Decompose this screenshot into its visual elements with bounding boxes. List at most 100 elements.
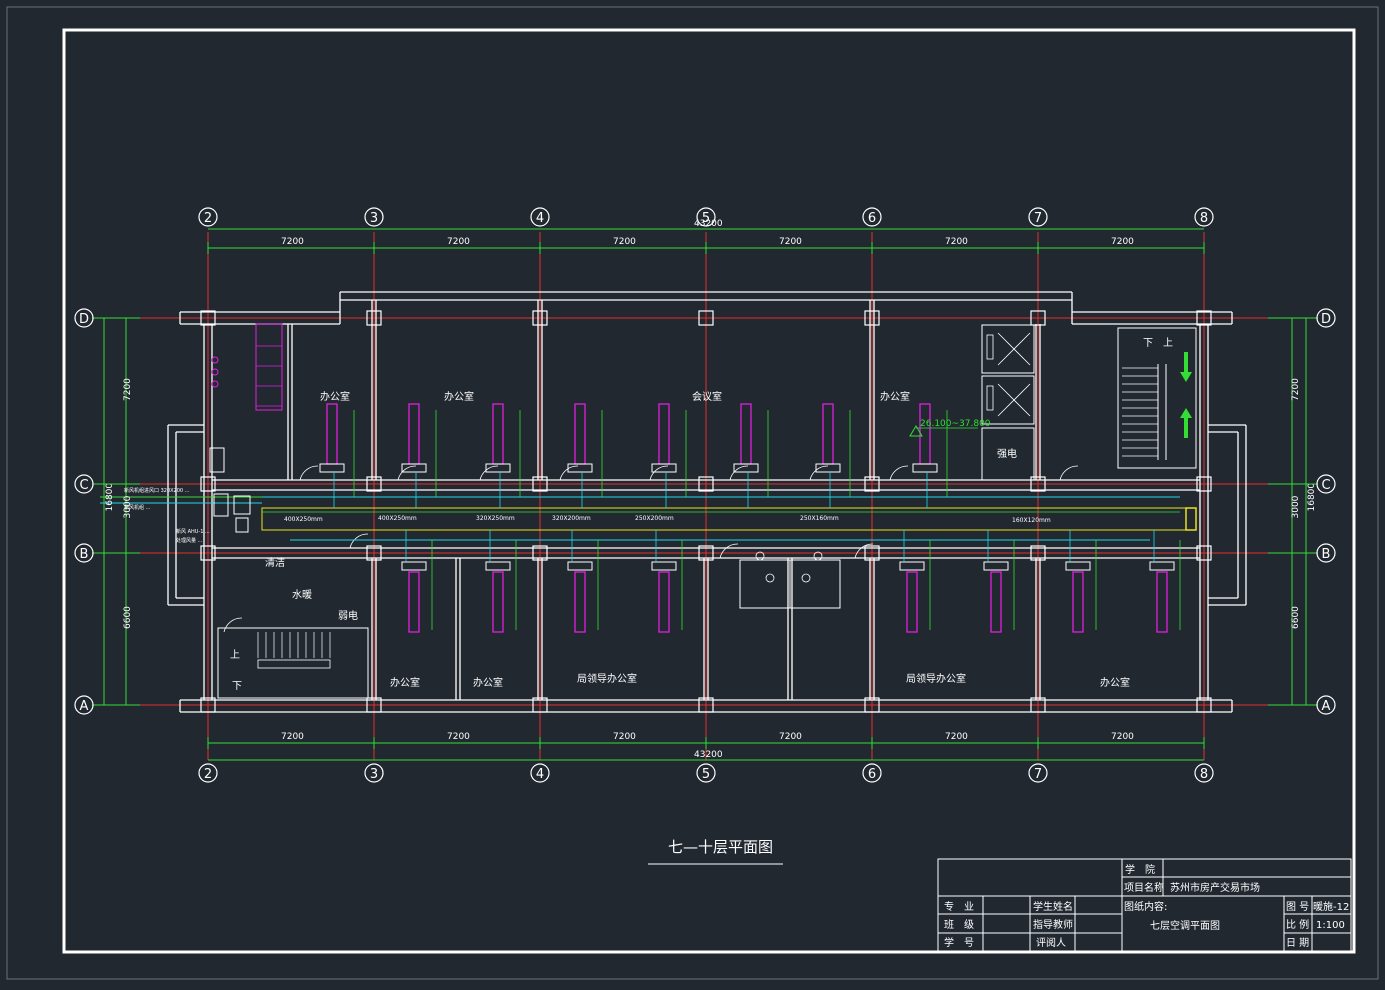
tb-scale-value: 1:100 — [1316, 920, 1345, 931]
dim-text: 7200 — [447, 732, 470, 742]
fan-coil-body — [567, 561, 593, 571]
dim-text: 7200 — [1291, 378, 1301, 401]
column — [698, 310, 714, 326]
door-swing — [223, 617, 243, 633]
column — [366, 545, 382, 561]
fan-coil-body — [485, 463, 511, 473]
stair2-label-up: 上 — [230, 649, 240, 661]
column — [532, 476, 548, 492]
fan-coil-body — [733, 463, 759, 473]
duct-label: 400X250mm — [378, 515, 417, 522]
axis-bubble-label: 4 — [536, 767, 544, 782]
dim-text: 7200 — [613, 732, 636, 742]
ahu-note: 处理风量 ... — [176, 537, 203, 544]
fan-coil-body — [567, 463, 593, 473]
axis-bubble — [1316, 308, 1336, 328]
tb-drawing-no-value: 暖施-12 — [1313, 900, 1349, 913]
column — [366, 476, 382, 492]
column — [864, 545, 880, 561]
column — [200, 697, 216, 713]
fan-coil-unit — [408, 403, 420, 465]
column — [366, 310, 382, 326]
fan-coil-unit — [492, 571, 504, 633]
column — [1196, 697, 1212, 713]
mop-sink — [209, 447, 225, 473]
axis-bubble-label: C — [79, 478, 88, 493]
elevator-shaft — [981, 324, 1035, 374]
axis-bubble — [1028, 763, 1048, 783]
duct-labels: 400X250mm 400X250mm 320X250mm 320X200mm … — [284, 515, 1051, 524]
axis-bubble — [74, 308, 94, 328]
fan-coil-body — [912, 463, 938, 473]
axis-bubble — [198, 763, 218, 783]
fan-coil-body — [815, 463, 841, 473]
column — [864, 310, 880, 326]
tb-major-label: 专 业 — [944, 900, 974, 913]
drawing-title: 七—十层平面图 — [668, 838, 773, 856]
axis-bubble-label: 8 — [1200, 211, 1208, 226]
elevation-note: 26.100~37.800 — [920, 419, 991, 429]
stair-arrow-icon — [1180, 352, 1192, 382]
column — [1030, 476, 1046, 492]
ahu-notes: 新风机组进风口 320X200 ... 新风机组 ... 新风 AHU-1 ..… — [124, 487, 210, 544]
door-swing — [349, 533, 369, 549]
dim-text: 7200 — [945, 732, 968, 742]
column — [532, 310, 548, 326]
axis-bubble — [364, 763, 384, 783]
fan-coil-unit — [906, 571, 918, 633]
sanitary-fixture — [755, 551, 765, 561]
door-swing — [299, 465, 319, 481]
urinal — [211, 356, 219, 364]
ahu-note: 新风机组进风口 320X200 ... — [124, 487, 190, 494]
axis-bubble — [696, 207, 716, 227]
column — [1196, 476, 1212, 492]
column — [366, 697, 382, 713]
sanitary-fixture — [801, 573, 811, 583]
elevation-marker-icon — [909, 425, 923, 437]
room-label-office-3: 办公室 — [880, 390, 910, 403]
ahu-box — [235, 517, 249, 533]
title-block — [937, 858, 1352, 953]
axis-bubble — [198, 207, 218, 227]
fan-coil-body — [319, 463, 345, 473]
axis-bubble — [862, 207, 882, 227]
outer-frame — [6, 6, 1379, 980]
axis-bubble-label: D — [79, 312, 89, 327]
door-swing — [729, 465, 749, 481]
dim-text: 7200 — [281, 732, 304, 742]
fan-coil-unit — [740, 403, 752, 465]
dim-text: 3000 — [123, 495, 133, 518]
column — [1030, 697, 1046, 713]
stair2-label-down: 下 — [232, 681, 242, 692]
axis-bubble-label: B — [1322, 547, 1331, 562]
dim-text: 7200 — [613, 237, 636, 247]
dim-text: 7200 — [447, 237, 470, 247]
column — [864, 697, 880, 713]
axis-bubble-label: 8 — [1200, 767, 1208, 782]
axis-bubble-label: 4 — [536, 211, 544, 226]
column — [200, 476, 216, 492]
duct-end-cap — [1185, 507, 1197, 531]
tb-advisor-label: 指导教师 — [1033, 918, 1073, 931]
room-labels: 办公室 办公室 会议室 办公室 强电 清洁 水暖 弱电 办公室 办公室 局领导办… — [230, 337, 1173, 692]
axis-bubble-label: D — [1321, 312, 1331, 327]
fan-coil-body — [1149, 561, 1175, 571]
column — [1196, 545, 1212, 561]
door-swing — [854, 543, 874, 559]
room-label-meeting: 会议室 — [692, 390, 722, 403]
dim-text: 7200 — [945, 237, 968, 247]
ahu-box — [213, 493, 229, 517]
hvac-system — [100, 352, 1197, 633]
door-swing — [889, 465, 909, 481]
axis-bubble-label: 3 — [370, 767, 378, 782]
dim-text: 43200 — [694, 219, 723, 229]
fan-coil-body — [651, 463, 677, 473]
stair-rail-box — [257, 659, 331, 669]
room-label-office-5: 办公室 — [473, 676, 503, 689]
duct-label: 250X200mm — [635, 515, 674, 522]
axis-bubble — [862, 763, 882, 783]
stair-label-down: 下 — [1143, 338, 1153, 349]
dim-text: 16800 — [1307, 483, 1317, 512]
